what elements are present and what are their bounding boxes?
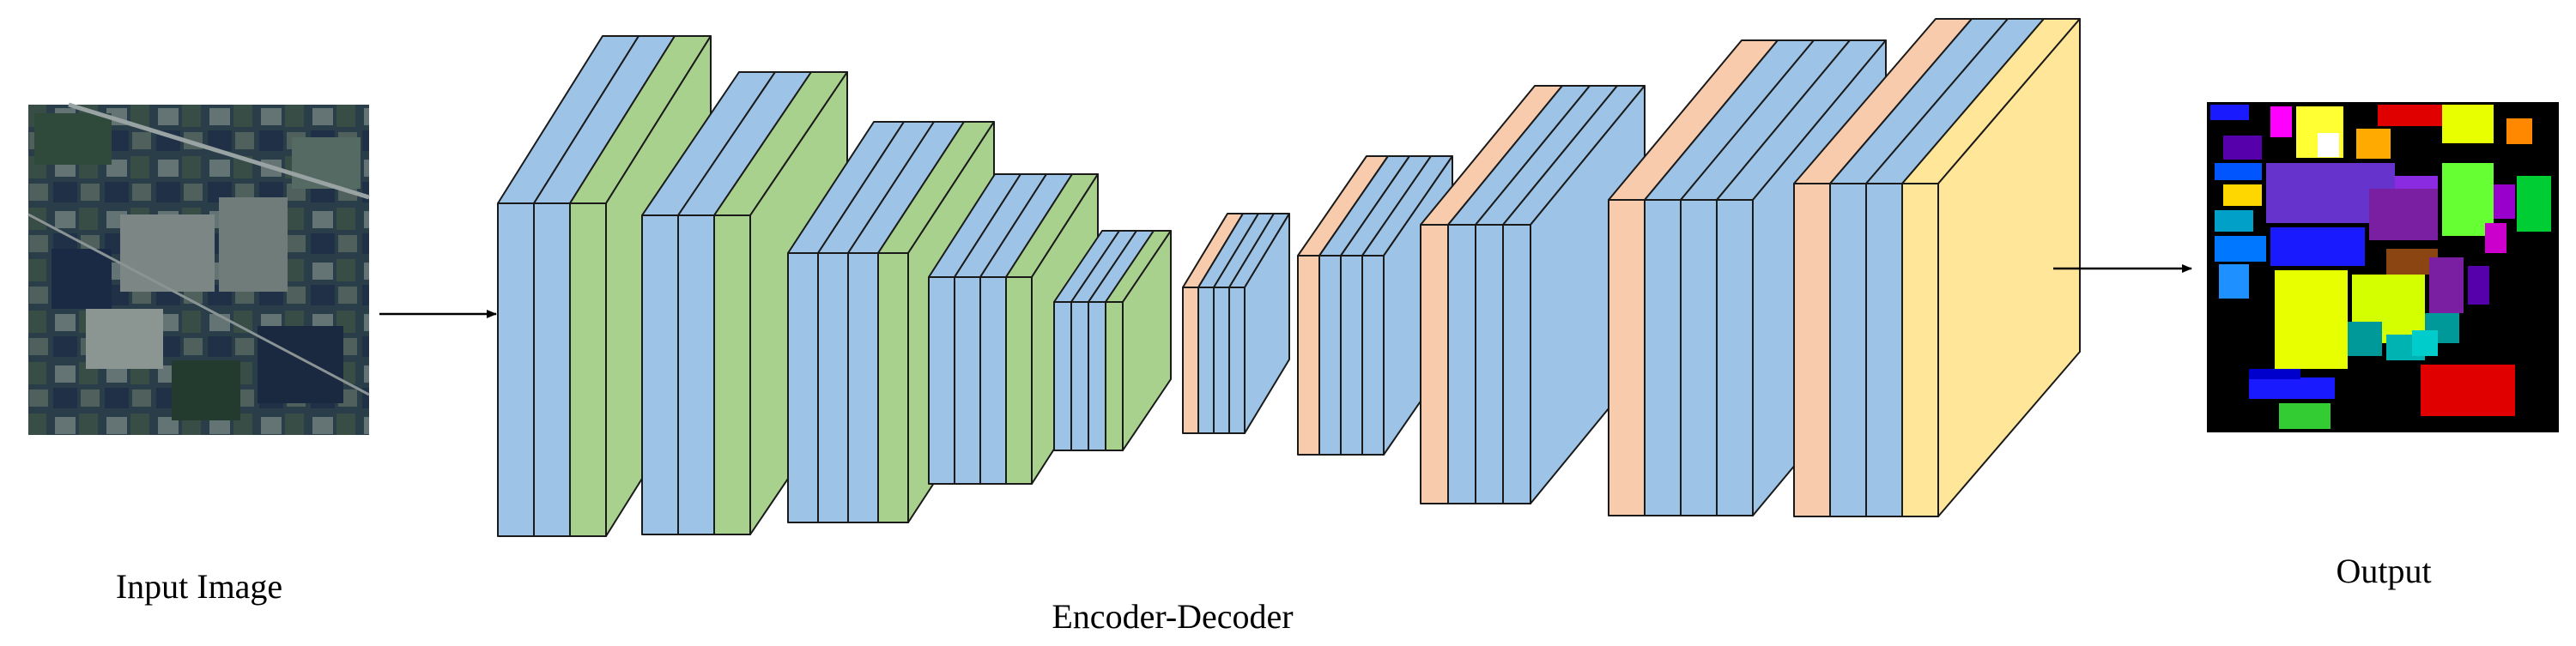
slice-front-face [641, 214, 679, 535]
slice-front-face [1420, 224, 1449, 504]
slice-front-face [817, 252, 849, 523]
slice-front-face [1901, 183, 1939, 517]
slice-front-face [1829, 183, 1867, 517]
network-layers [497, 18, 2081, 537]
network-label: Encoder-Decoder [1052, 597, 1293, 636]
slice-front-face [1502, 224, 1531, 504]
decoder-block-2 [1297, 155, 1453, 456]
slice-front-face [1105, 301, 1124, 451]
input-image-label: Input Image [116, 567, 282, 606]
slice-front-face [1644, 199, 1682, 516]
slice-front-face [497, 202, 535, 537]
slice-front-face [1475, 224, 1504, 504]
slice-front-face [1793, 183, 1831, 517]
slice-front-face [847, 252, 879, 523]
slice-front-face [533, 202, 571, 537]
slice-front-face [1716, 199, 1754, 516]
slice-front-face [1361, 255, 1385, 456]
slice-front-face [954, 276, 981, 485]
output-segmentation-map [2207, 102, 2559, 432]
slice-front-face [1088, 301, 1106, 451]
output-label: Output [2336, 552, 2431, 590]
slice-front-face [1005, 276, 1033, 485]
slice-front-face [1182, 287, 1199, 434]
slice-front-face [1680, 199, 1718, 516]
slice-front-face [1197, 287, 1215, 434]
slice-front-face [1340, 255, 1363, 456]
encoder-block-5 [1053, 230, 1172, 451]
slice-front-face [569, 202, 607, 537]
slice-front-face [979, 276, 1007, 485]
slice-front-face [1070, 301, 1089, 451]
slice-front-face [1318, 255, 1342, 456]
slice-front-face [1297, 255, 1320, 456]
slice-front-face [713, 214, 751, 535]
slice-front-face [928, 276, 955, 485]
slice-front-face [1447, 224, 1476, 504]
decoder-block-5 [1793, 18, 2081, 517]
slice-front-face [1608, 199, 1646, 516]
slice-front-face [877, 252, 909, 523]
slice-front-face [787, 252, 819, 523]
input-image [27, 102, 370, 435]
slice-front-face [1213, 287, 1230, 434]
slice-front-face [677, 214, 715, 535]
slice-front-face [1865, 183, 1903, 517]
decoder-block-1 [1182, 213, 1290, 434]
slice-front-face [1053, 301, 1072, 451]
slice-front-face [1228, 287, 1246, 434]
